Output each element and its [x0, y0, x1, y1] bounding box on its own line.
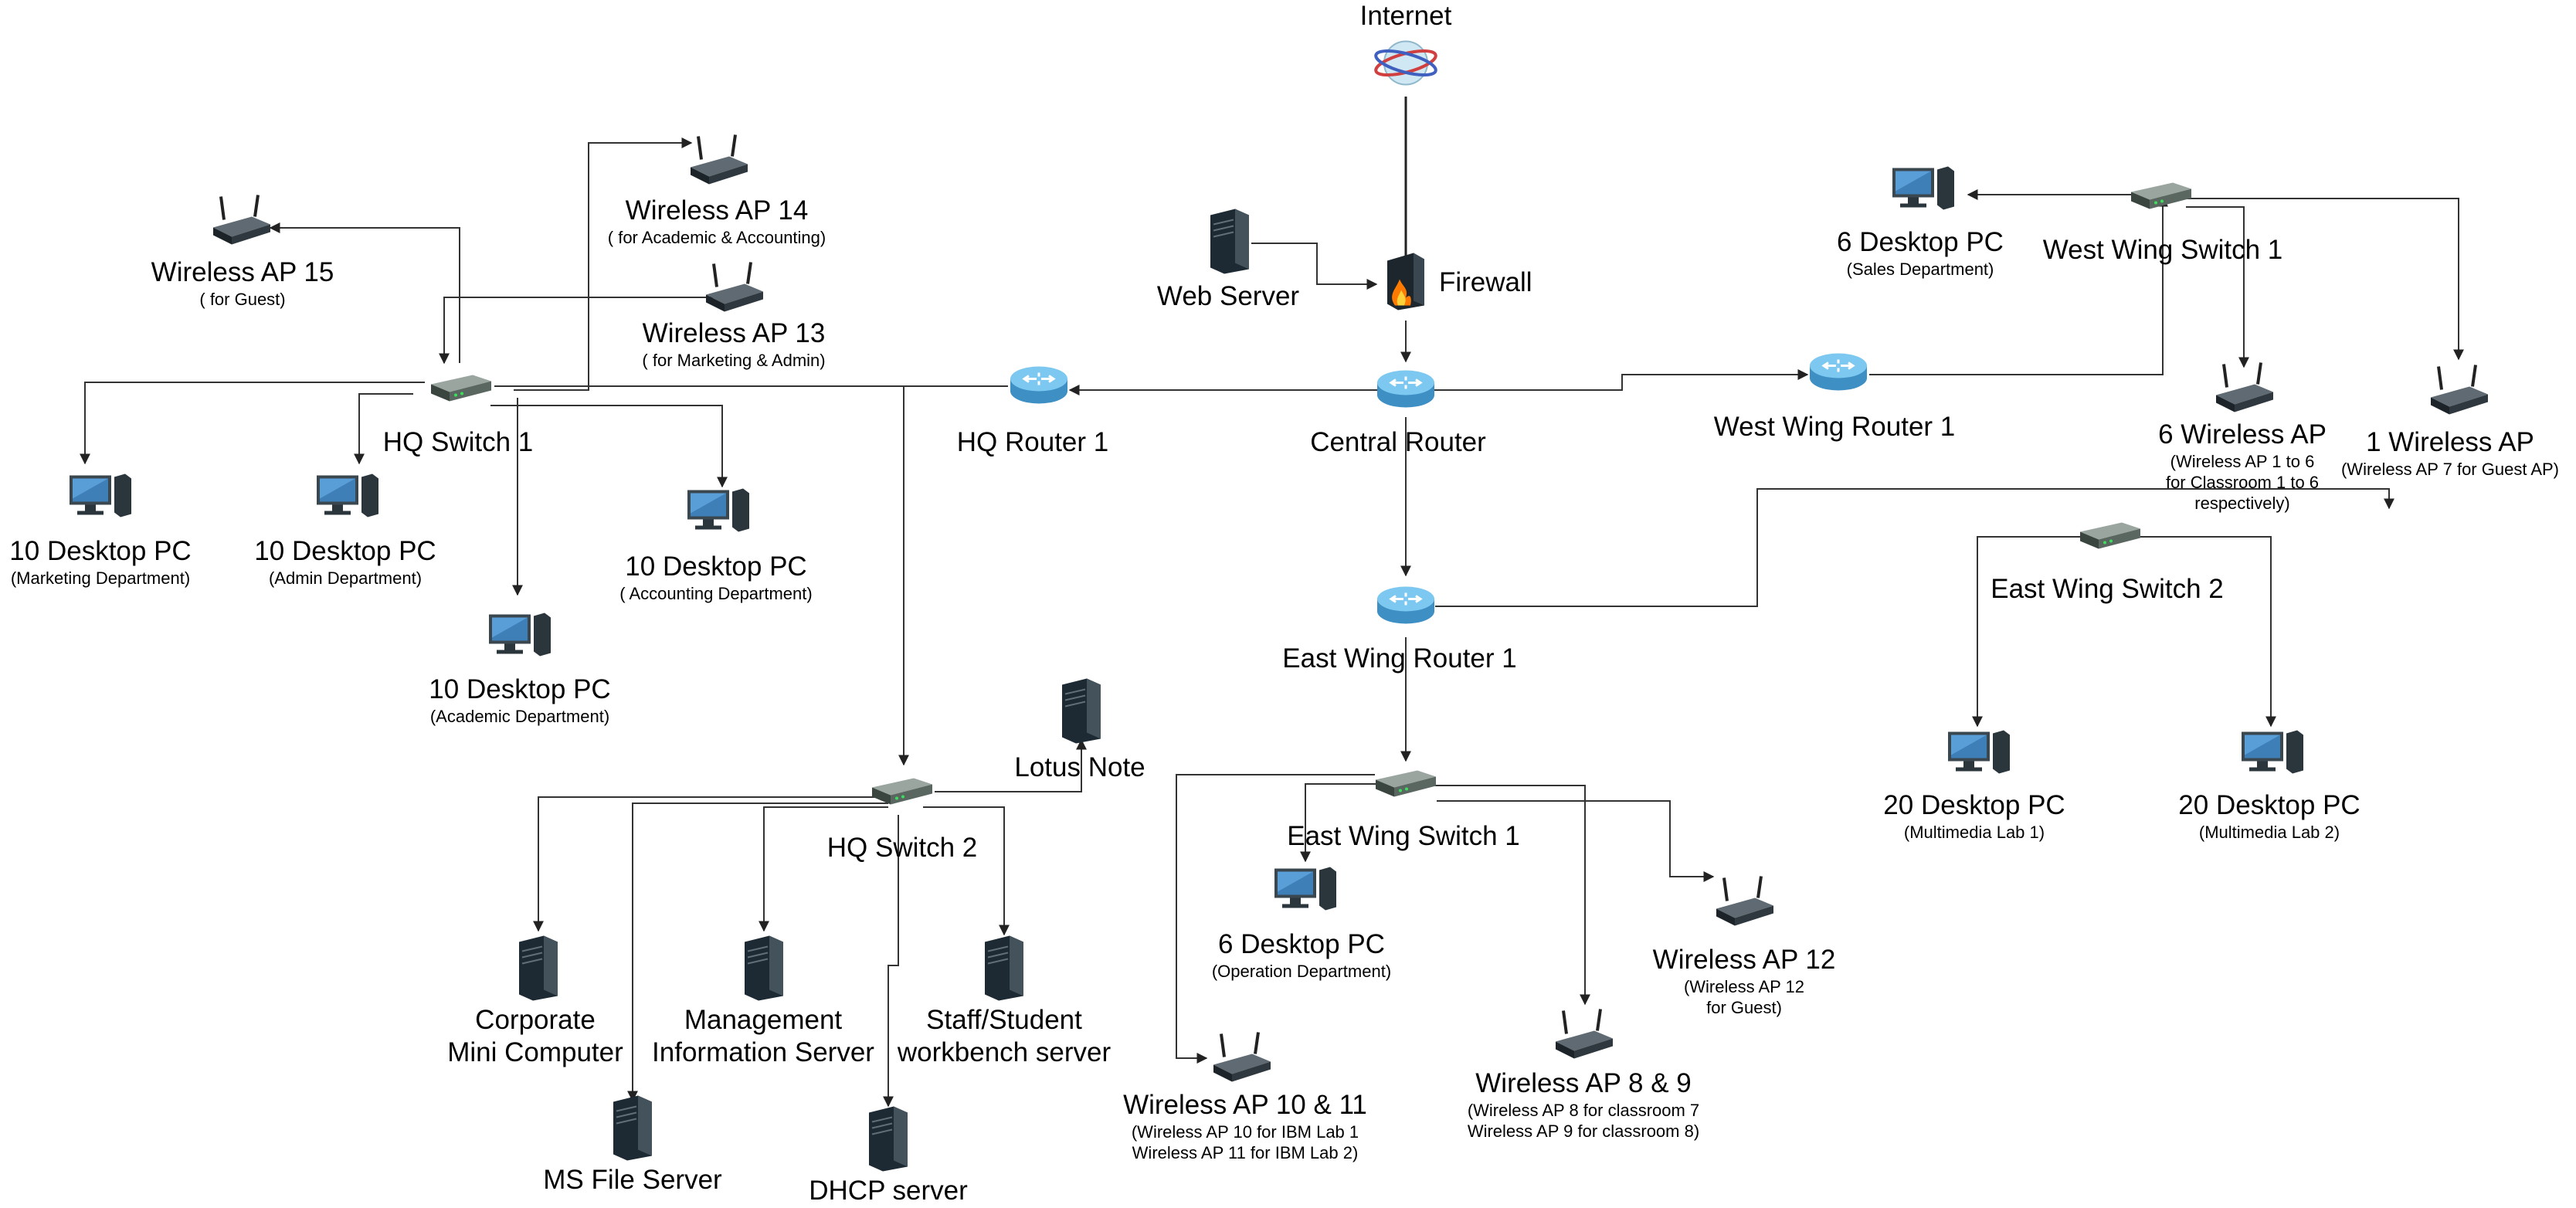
firewall-label: Firewall: [1439, 267, 1532, 297]
wireless-ap-12-icon[interactable]: [1713, 875, 1775, 933]
wire-webserver-firewall: [1251, 243, 1378, 290]
desktop-pc-lab2-label: 20 Desktop PC(Multimedia Lab 2): [2178, 790, 2360, 842]
hq-router-icon[interactable]: [1009, 364, 1069, 409]
east-switch-2-label: East Wing Switch 2: [1991, 574, 2224, 604]
wireless-ap-1-6-icon[interactable]: [2213, 361, 2275, 419]
desktop-pc-sales-label: 6 Desktop PC(Sales Department): [1837, 227, 2004, 279]
wireless-ap-10-11-icon[interactable]: [1210, 1031, 1272, 1089]
corporate-mini-computer-icon[interactable]: [514, 935, 562, 1005]
hq-switch-2-label: HQ Switch 2: [826, 833, 978, 863]
desktop-pc-lab1-label: 20 Desktop PC(Multimedia Lab 1): [1883, 790, 2065, 842]
desktop-pc-operation-icon[interactable]: [1273, 866, 1338, 914]
wireless-ap-13-icon[interactable]: [703, 261, 765, 319]
desktop-pc-admin-icon[interactable]: [315, 473, 380, 521]
east-router-icon[interactable]: [1376, 584, 1436, 629]
wireless-ap-13-label: Wireless AP 13( for Marketing & Admin): [642, 318, 826, 370]
desktop-pc-accounting-icon[interactable]: [686, 487, 751, 536]
wire-hqs2-lotus: [935, 738, 1087, 792]
wireless-ap-8-9-label: Wireless AP 8 & 9(Wireless AP 8 for clas…: [1467, 1068, 1700, 1141]
west-switch-1-label: West Wing Switch 1: [2042, 235, 2283, 265]
lotus-note-server-icon[interactable]: [1057, 677, 1105, 748]
wire-hqs2-corporate: [533, 796, 881, 932]
lotus-note-label: Lotus Note: [1014, 752, 1145, 782]
wireless-ap-14-label: Wireless AP 14( for Academic & Accountin…: [607, 195, 826, 247]
wireless-ap-7-icon[interactable]: [2428, 364, 2489, 422]
wireless-ap-14-icon[interactable]: [687, 134, 749, 192]
wireless-ap-15-icon[interactable]: [210, 194, 272, 252]
workbench-server-icon[interactable]: [980, 935, 1028, 1005]
wire-hqs1-pcmkt: [80, 382, 425, 465]
hq-switch-1-icon[interactable]: [429, 372, 493, 407]
east-switch-1-icon[interactable]: [1374, 768, 1437, 803]
wire-ws-apguest: [2186, 198, 2464, 361]
web-server-label: Web Server: [1156, 281, 1300, 311]
east-router-label: East Wing Router 1: [1282, 643, 1517, 674]
wire-hqs1-ap14: [514, 137, 693, 391]
desktop-pc-operation-label: 6 Desktop PC(Operation Department): [1211, 929, 1392, 981]
wire-westrouter-westswitch: [1869, 195, 2168, 375]
wire-es1-ap89: [1433, 785, 1590, 1006]
hq-switch-2-icon[interactable]: [871, 775, 934, 810]
central-router-icon[interactable]: [1376, 368, 1436, 413]
west-router-icon[interactable]: [1808, 351, 1868, 396]
dhcp-server-icon[interactable]: [864, 1105, 912, 1176]
wire-hqrouter-hqswitch2: [898, 385, 1008, 766]
wireless-ap-8-9-icon[interactable]: [1553, 1008, 1614, 1066]
wire-hqs1-pcacc: [490, 405, 728, 488]
wire-hqs2-dhcp: [883, 815, 899, 1108]
desktop-pc-sales-icon[interactable]: [1891, 165, 1956, 214]
internet-icon[interactable]: [1371, 36, 1441, 94]
wire-hqs2-mis: [759, 806, 888, 932]
desktop-pc-lab2-icon[interactable]: [2240, 729, 2305, 778]
central-router-label: Central Router: [1310, 427, 1486, 457]
desktop-pc-academic-label: 10 Desktop PC(Academic Department): [429, 674, 611, 726]
desktop-pc-lab1-icon[interactable]: [1946, 729, 2011, 778]
wire-hqs1-pcadm: [354, 393, 413, 465]
wire-hqs2-msfile: [627, 803, 888, 1102]
west-switch-1-icon[interactable]: [2130, 180, 2193, 215]
ms-file-server-icon[interactable]: [609, 1094, 657, 1165]
desktop-pc-academic-icon[interactable]: [487, 612, 552, 660]
wire-es1-pcop: [1300, 783, 1379, 863]
firewall-icon[interactable]: [1383, 250, 1429, 316]
wire-es2-lab2: [2140, 536, 2276, 728]
wire-hqs2-workbench: [923, 806, 1010, 936]
wireless-ap-7-label: 1 Wireless AP(Wireless AP 7 for Guest AP…: [2340, 427, 2560, 479]
desktop-pc-accounting-label: 10 Desktop PC( Accounting Department): [619, 551, 813, 603]
web-server-icon[interactable]: [1206, 208, 1254, 278]
mis-server-icon[interactable]: [740, 935, 788, 1005]
east-switch-2-icon[interactable]: [2079, 520, 2142, 555]
wire-ws-apclass: [2186, 206, 2249, 368]
wire-hqs1-ap13: [439, 292, 739, 365]
hq-router-label: HQ Router 1: [956, 427, 1109, 457]
hq-switch-1-label: HQ Switch 1: [382, 427, 534, 457]
east-switch-1-label: East Wing Switch 1: [1287, 821, 1520, 851]
desktop-pc-marketing-icon[interactable]: [68, 473, 133, 521]
dhcp-server-label: DHCP server: [809, 1176, 968, 1206]
wire-es2-lab1: [1972, 536, 2082, 728]
wire-eastrouter-es2: [1435, 488, 2394, 607]
wire-es1-ap10: [1176, 774, 1375, 1064]
ms-file-server-label: MS File Server: [543, 1165, 722, 1195]
wireless-ap-15-label: Wireless AP 15( for Guest): [151, 257, 334, 309]
wireless-ap-10-11-label: Wireless AP 10 & 11(Wireless AP 10 for I…: [1123, 1090, 1367, 1162]
desktop-pc-marketing-label: 10 Desktop PC(Marketing Department): [9, 536, 192, 588]
internet-label: Internet: [1359, 1, 1452, 31]
wire-es1-ap12: [1437, 800, 1715, 882]
west-router-label: West Wing Router 1: [1713, 412, 1956, 442]
desktop-pc-admin-label: 10 Desktop PC(Admin Department): [254, 536, 436, 588]
wire-central-west: [1425, 369, 1809, 391]
